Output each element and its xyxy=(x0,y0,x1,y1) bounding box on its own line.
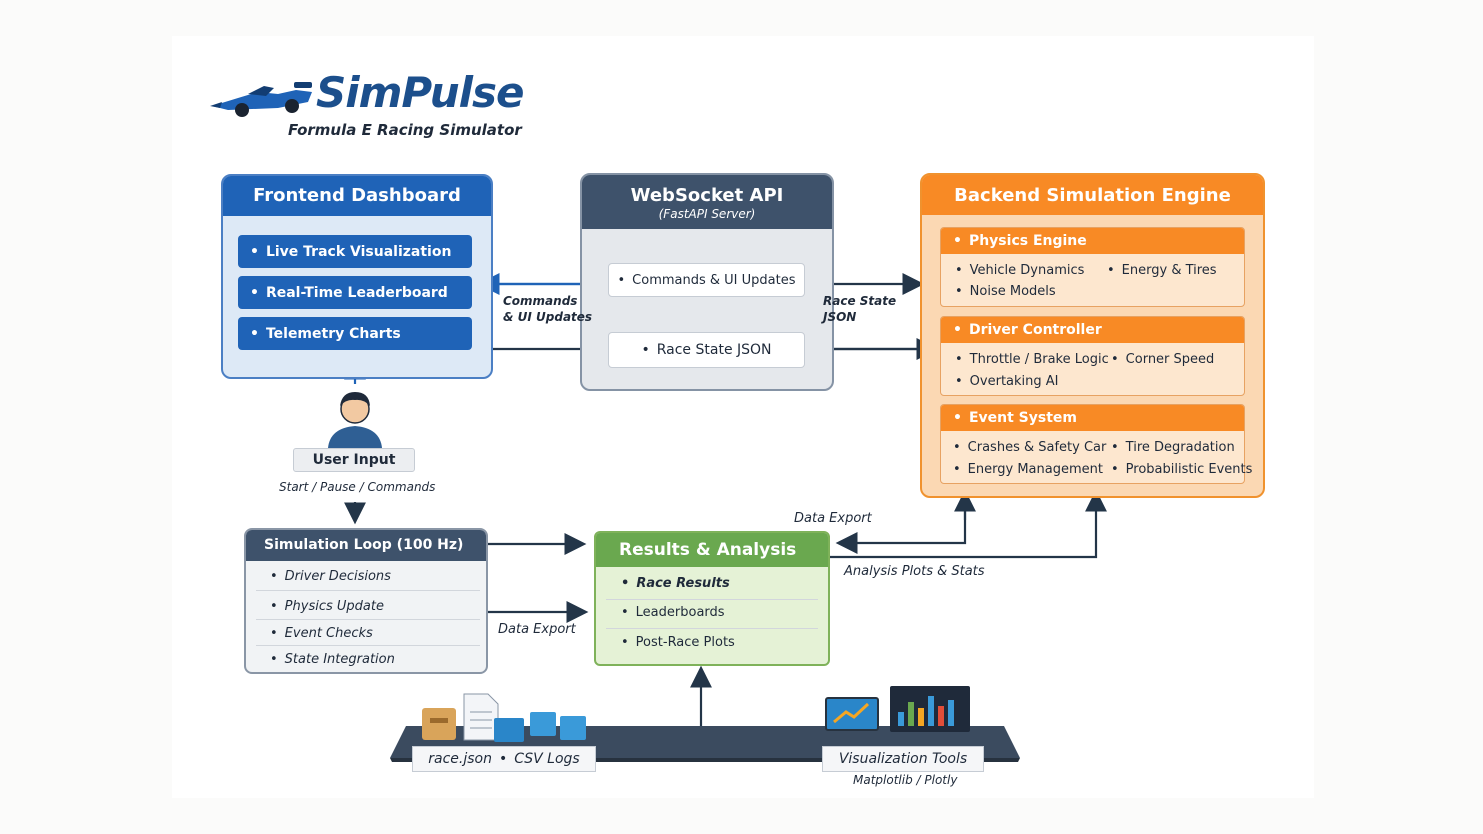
physics-engine-title: Physics Engine xyxy=(941,228,1244,254)
race-car-icon xyxy=(210,82,312,117)
label-race-state: Race State JSON xyxy=(823,294,897,324)
results-item-leaderboards: Leaderboards xyxy=(621,605,725,620)
visualization-tools-caption: Matplotlib / Plotly xyxy=(853,773,958,787)
results-item-race: Race Results xyxy=(621,576,729,591)
websocket-title: WebSocket API xyxy=(630,185,784,206)
physics-item-vehicle: Vehicle Dynamics xyxy=(955,263,1085,278)
user-avatar-icon xyxy=(328,392,382,448)
frontend-item-leaderboard: Real-Time Leaderboard xyxy=(238,276,472,309)
websocket-subtitle: (FastAPI Server) xyxy=(658,207,756,221)
frontend-item-live-track: Live Track Visualization xyxy=(238,235,472,268)
label-commands-updates: Commands & UI Updates xyxy=(503,294,593,324)
label-data-export-left: Data Export xyxy=(498,622,576,637)
logo-title: SimPulse xyxy=(316,68,524,117)
loop-item-events: Event Checks xyxy=(270,626,373,641)
visualization-tools-label: Visualization Tools xyxy=(822,746,984,772)
label-analysis-plots: Analysis Plots & Stats xyxy=(844,564,985,579)
loop-divider xyxy=(256,645,480,646)
ws-item-race-state: Race State JSON xyxy=(608,332,805,368)
user-input-caption: Start / Pause / Commands xyxy=(279,480,436,494)
file-storage-icons xyxy=(422,693,586,742)
storage-file-json: race.json xyxy=(428,751,492,767)
visualization-monitors-icon xyxy=(825,686,970,732)
loop-item-state: State Integration xyxy=(270,652,395,667)
websocket-header: WebSocket API (FastAPI Server) xyxy=(582,175,832,229)
user-input-label: User Input xyxy=(293,448,415,472)
loop-item-physics: Physics Update xyxy=(270,599,384,614)
driver-controller-section: Driver Controller Throttle / Brake Logic… xyxy=(940,316,1245,396)
event-item-crashes: Crashes & Safety Car xyxy=(953,440,1107,455)
results-title: Results & Analysis xyxy=(596,533,828,567)
arrow-results-to-backend xyxy=(830,489,1107,559)
driver-item-corner: Corner Speed xyxy=(1111,352,1215,367)
ws-item-commands: Commands & UI Updates xyxy=(608,263,805,297)
results-divider xyxy=(606,599,818,600)
event-item-tire: Tire Degradation xyxy=(1111,440,1235,455)
results-divider xyxy=(606,628,818,629)
logo-subtitle: Formula E Racing Simulator xyxy=(288,121,522,139)
backend-title: Backend Simulation Engine xyxy=(922,175,1263,215)
loop-divider xyxy=(256,619,480,620)
driver-item-overtaking: Overtaking AI xyxy=(955,374,1059,389)
loop-title: Simulation Loop (100 Hz) xyxy=(246,530,486,561)
event-system-title: Event System xyxy=(941,405,1244,431)
physics-item-noise: Noise Models xyxy=(955,284,1056,299)
label-data-export-top: Data Export xyxy=(794,511,872,526)
driver-item-throttle: Throttle / Brake Logic xyxy=(955,352,1109,367)
frontend-item-telemetry: Telemetry Charts xyxy=(238,317,472,350)
physics-engine-section: Physics Engine Vehicle Dynamics Energy &… xyxy=(940,227,1245,307)
storage-file-csv: CSV Logs xyxy=(514,751,580,767)
storage-separator: • xyxy=(498,751,508,767)
event-item-probabilistic: Probabilistic Events xyxy=(1111,462,1253,477)
driver-controller-title: Driver Controller xyxy=(941,317,1244,343)
event-system-section: Event System Crashes & Safety Car Tire D… xyxy=(940,404,1252,484)
event-item-energy: Energy Management xyxy=(953,462,1103,477)
results-item-plots: Post-Race Plots xyxy=(621,635,735,650)
loop-divider xyxy=(256,590,480,591)
loop-item-driver: Driver Decisions xyxy=(270,569,391,584)
physics-item-energy: Energy & Tires xyxy=(1107,263,1217,278)
storage-label-card: race.json • CSV Logs xyxy=(412,746,596,772)
frontend-title: Frontend Dashboard xyxy=(223,176,491,216)
